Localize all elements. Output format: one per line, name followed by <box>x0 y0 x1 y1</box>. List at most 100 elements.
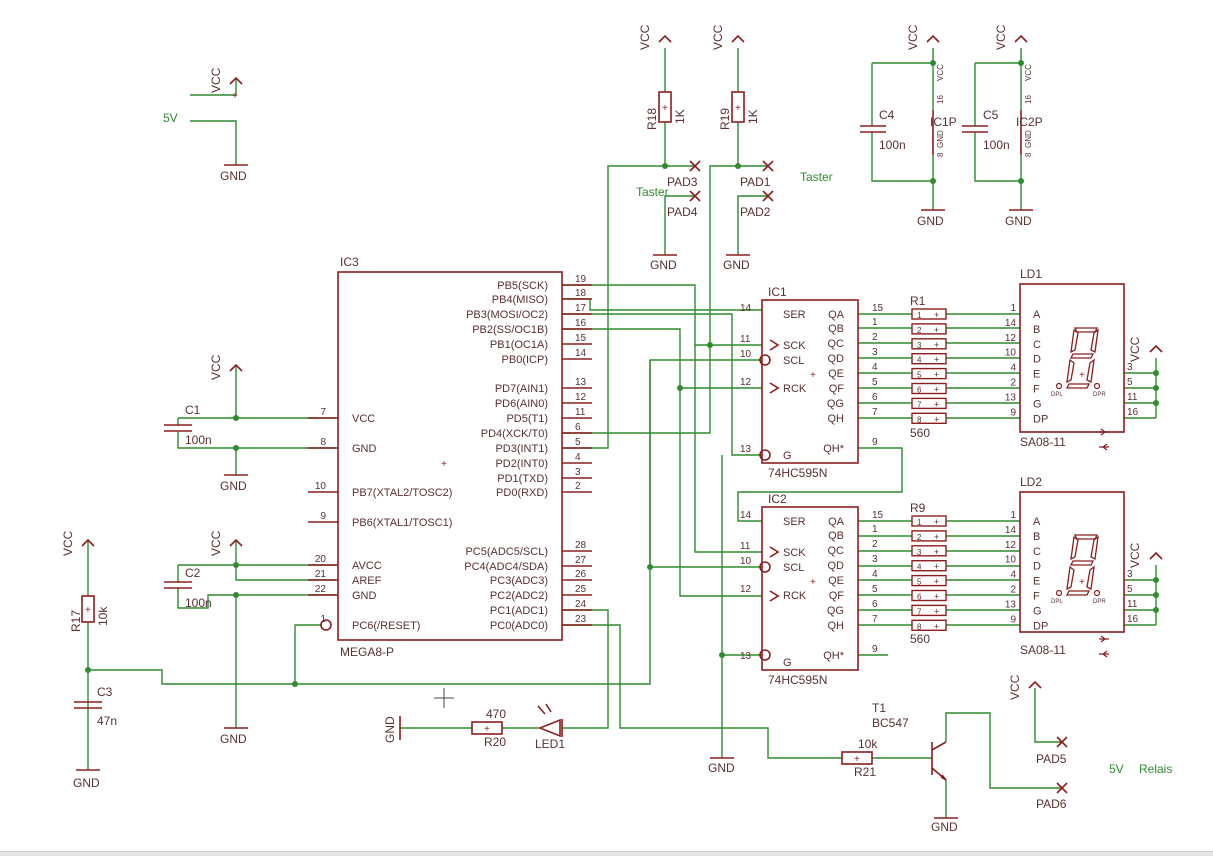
ld2-segment <box>1090 535 1099 560</box>
ld1-right-pin-num: 3 <box>1127 362 1133 373</box>
ld2-dpr-label: DPR <box>1093 599 1106 605</box>
c2-value: 100n <box>185 596 212 610</box>
ic3-pin-name-right: PD3(INT1) <box>495 443 548 455</box>
ic2-pin-name-right: QB <box>828 530 844 542</box>
origin-mark: + <box>735 103 741 114</box>
vcc-label: VCC <box>638 24 652 50</box>
ld1-dp-left <box>1055 382 1063 390</box>
ic3-pin-num-right: 2 <box>575 481 581 492</box>
ic1p-gnd: GND <box>936 130 945 148</box>
pad6-label: PAD6 <box>1036 797 1067 811</box>
ic1-pin-name-right: QD <box>828 353 845 365</box>
ld2-pin-name: G <box>1033 605 1042 617</box>
ld1-right-pin-num: 16 <box>1127 407 1139 418</box>
ic1-pin-name-right: QC <box>828 338 845 350</box>
ld2-body <box>1019 491 1125 633</box>
ic1-pin-num-left: 10 <box>740 349 752 360</box>
r1-plus-mark: + <box>934 399 939 409</box>
ic3-pin-name-right: PC0(ADC0) <box>490 620 548 632</box>
ic3-pin-labels: VCC7GND8PB7(XTAL2/TOSC2)10PB6(XTAL1/TOSC… <box>315 274 587 632</box>
r9-element <box>911 560 947 572</box>
ic2-pin-name-right: QH* <box>823 650 845 662</box>
r1-element <box>911 412 947 424</box>
ld2-dp-left <box>1055 589 1063 597</box>
r1-plus-mark: + <box>934 340 939 350</box>
ic1-pin-num-right: 1 <box>872 317 878 328</box>
ic3-body <box>337 271 563 641</box>
ic3-pin-num-left: 22 <box>315 584 327 595</box>
ld1-pin-num: 9 <box>1010 407 1016 418</box>
pad5-label: PAD5 <box>1036 752 1067 766</box>
r9-tap: 7 <box>917 607 922 616</box>
r19-name: R19 <box>718 108 732 130</box>
ld2-value: SA08-11 <box>1020 643 1066 657</box>
c1-name: C1 <box>185 403 201 417</box>
c1-value: 100n <box>185 433 212 447</box>
r9-tap: 2 <box>917 533 922 542</box>
net-junctions <box>85 60 1159 687</box>
ic3-pin-name-right: PC1(ADC1) <box>490 605 548 617</box>
ic3-pin-name-right: PB1(OC1A) <box>490 339 548 351</box>
ld1-segment <box>1086 358 1095 383</box>
ld2-right-pin-num: 3 <box>1127 569 1133 580</box>
ld2-name: LD2 <box>1020 475 1042 489</box>
ld2-pin-num: 2 <box>1010 585 1016 596</box>
r1-plus-mark: + <box>934 414 939 424</box>
ic1-name: IC1 <box>768 285 787 299</box>
ic2-pin-name-right: QF <box>829 590 845 602</box>
r1-tap: 8 <box>917 415 922 424</box>
vcc-label: VCC <box>1008 674 1022 700</box>
r1-tap: 3 <box>917 341 922 350</box>
ld1-segment <box>1065 383 1091 389</box>
ic2p-vcc: VCC <box>1024 64 1033 81</box>
ic1p-pin16: 16 <box>936 95 945 104</box>
r1-plus-mark: + <box>934 385 939 395</box>
ld1-dp-right <box>1093 382 1101 390</box>
ic1-pin-name-right: QF <box>829 383 845 395</box>
ld2-pin-num: 10 <box>1005 555 1017 566</box>
ic3-pin-num-right: 15 <box>575 333 587 344</box>
ic3-pin-name-right: PB4(MISO) <box>492 294 548 306</box>
vcc-label: VCC <box>994 24 1008 50</box>
r1-tap: 2 <box>917 326 922 335</box>
r1-value: 560 <box>910 426 930 440</box>
ic3-pin-num-left: 21 <box>315 569 327 580</box>
ic1p-pin8: 8 <box>936 152 945 157</box>
ic2p-gnd: GND <box>1024 130 1033 148</box>
ic3-pin-name-left: PB7(XTAL2/TOSC2) <box>352 487 452 499</box>
r9-element <box>911 574 947 587</box>
ld1-colon-marks <box>1099 428 1109 451</box>
r17-name: R17 <box>69 610 83 632</box>
ic3-pin-name-right: PB5(SCK) <box>497 280 548 292</box>
ld1-pin-num: 4 <box>1010 363 1016 374</box>
r1-network: 1+2+3+4+5+6+7+8+ <box>911 308 947 424</box>
ic1-pin-num-right: 9 <box>872 437 878 448</box>
net-5v: 5V <box>163 111 178 125</box>
ld2-dp-right <box>1093 589 1101 597</box>
r1-element <box>911 382 947 395</box>
r9-element <box>911 604 947 617</box>
ic2-pin-num-left: 12 <box>740 584 752 595</box>
r9-element <box>911 589 947 602</box>
ld2-segment <box>1073 534 1099 540</box>
r1-name: R1 <box>910 294 926 308</box>
ic2-pin-num-left: 14 <box>740 510 752 521</box>
r9-element <box>911 545 947 557</box>
ld2-segment <box>1070 535 1079 561</box>
ic1-body <box>761 299 859 464</box>
ic3-pin-name-left: GND <box>352 590 377 602</box>
ic1-pin-name-right: QB <box>828 323 844 335</box>
net-5v-b: 5V <box>1109 762 1124 776</box>
r1-element <box>911 323 947 335</box>
r9-plus-mark: + <box>934 621 939 631</box>
ic2-pin-name-left: RCK <box>783 590 807 602</box>
gnd-label: GND <box>220 169 247 183</box>
origin-mark: + <box>810 370 816 381</box>
ic2-pin-num-right: 6 <box>872 599 878 610</box>
ic3-pin-num-right: 5 <box>575 437 581 448</box>
ic3-pin-name-left: GND <box>352 443 377 455</box>
ic2-pin-num-left: 10 <box>740 556 752 567</box>
ld2-pin-num: 4 <box>1010 570 1016 581</box>
origin-mark: + <box>810 577 816 588</box>
